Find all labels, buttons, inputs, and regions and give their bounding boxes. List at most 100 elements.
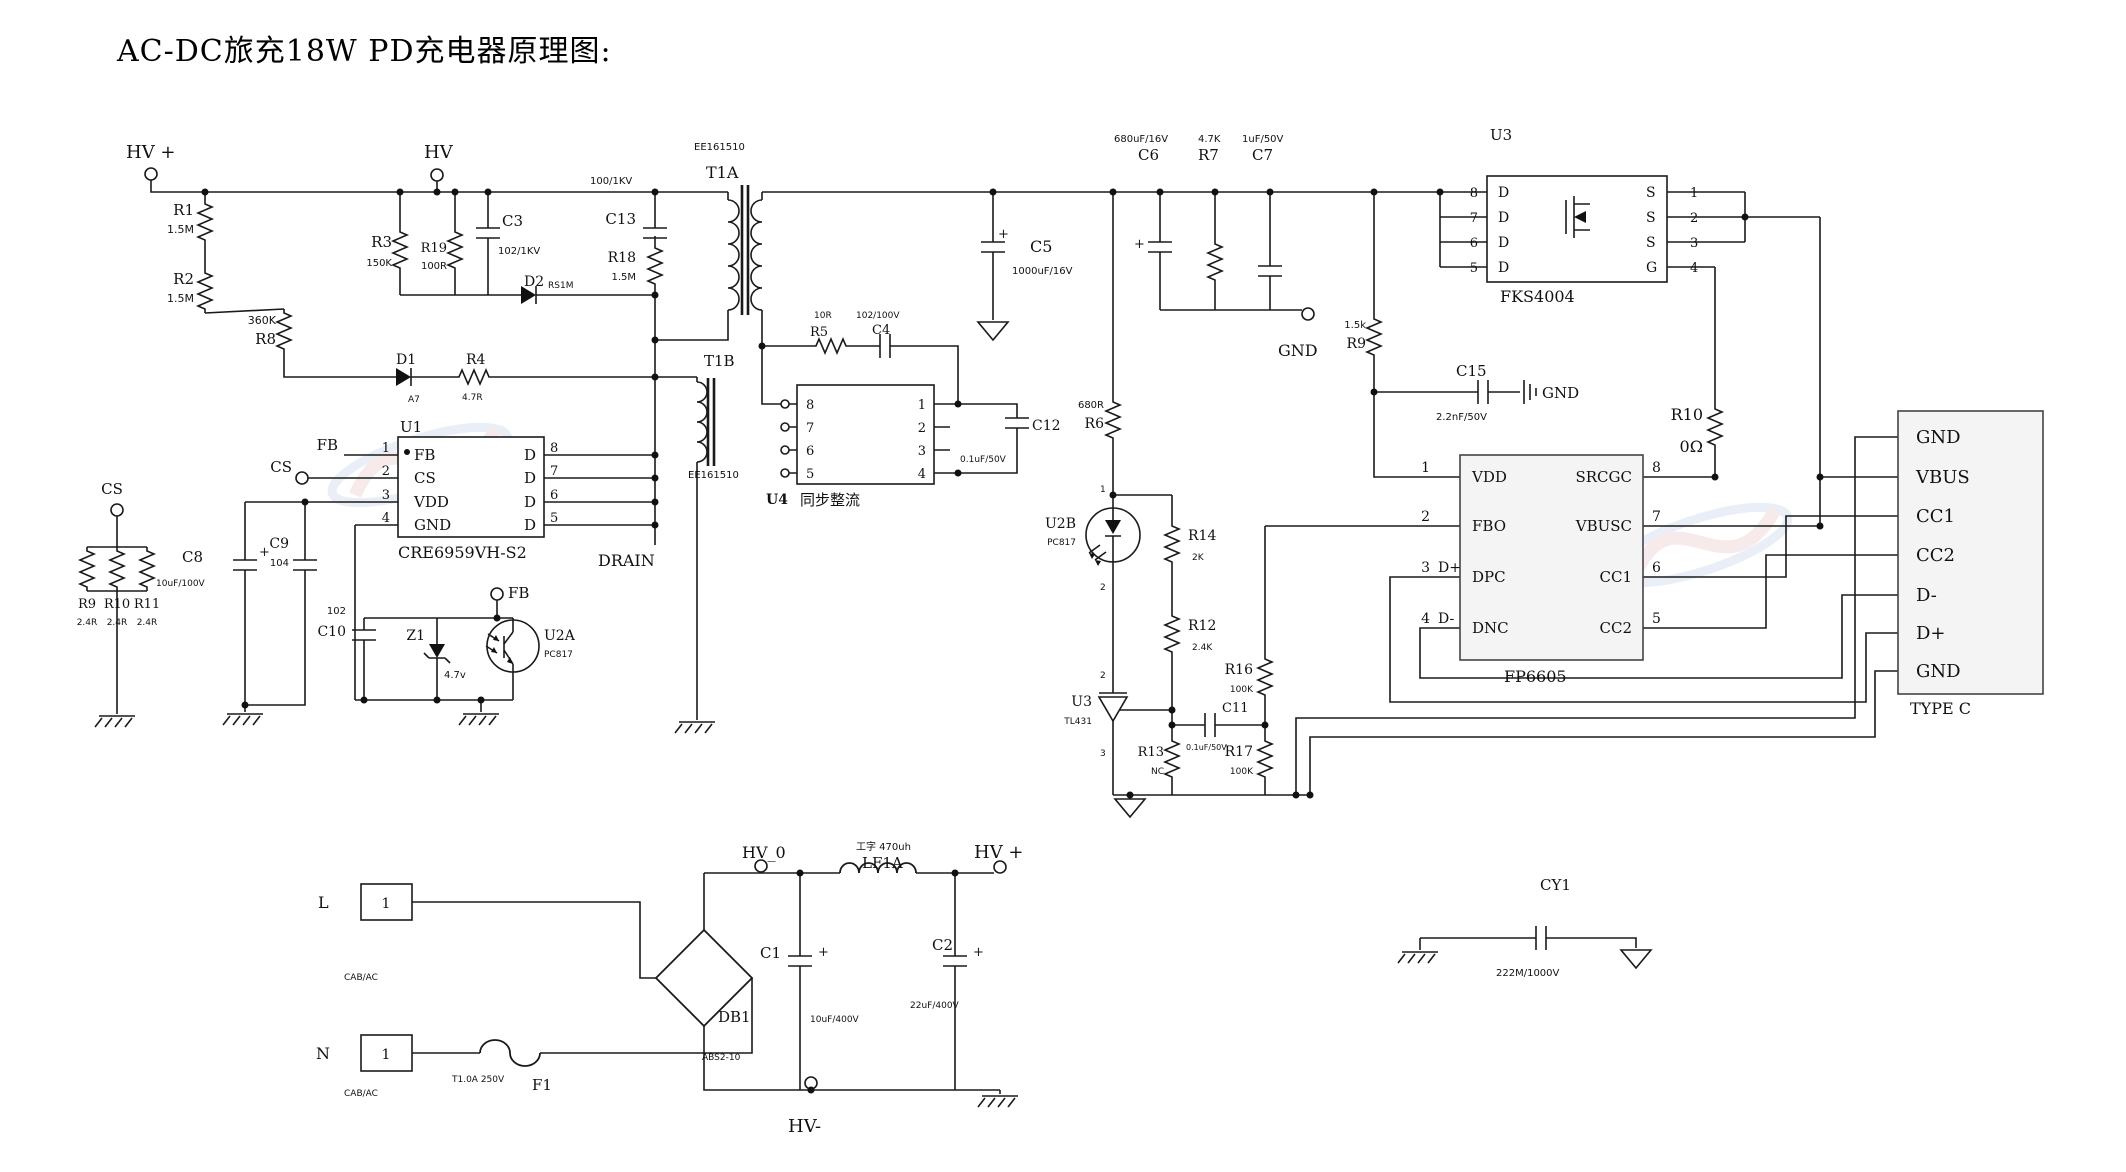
r9b-ref: R9 — [1347, 336, 1366, 352]
u1-pin1-dot — [404, 449, 410, 455]
d1-body — [395, 367, 412, 387]
fp-num-6: 6 — [1652, 560, 1661, 576]
c10-ref: C10 — [317, 624, 346, 640]
typec-pin-vbus: VBUS — [1915, 467, 1970, 488]
t1a-primary-coil — [727, 199, 740, 311]
gnd-c7-label: GND — [1278, 341, 1318, 360]
u4-num-5: 5 — [806, 467, 814, 482]
d2-val: RS1M — [548, 281, 573, 291]
d1-val: A7 — [408, 395, 420, 405]
fks-d-b: D — [1498, 210, 1509, 226]
f1-val: T1.0A 250V — [451, 1075, 505, 1085]
r19-ref: R19 — [421, 241, 447, 256]
r4-val: 4.7R — [462, 393, 483, 403]
n-label: N — [316, 1044, 330, 1063]
hvplus2-label: HV + — [974, 842, 1024, 863]
u4-num-3: 3 — [918, 444, 926, 459]
u1-pin-cs: CS — [414, 469, 436, 487]
u2b-pin1: 1 — [1100, 485, 1106, 495]
cy1-body — [1535, 925, 1547, 951]
u2a-val: PC817 — [544, 650, 573, 660]
typec-pin-cc1: CC1 — [1916, 506, 1955, 527]
r9b-val: 1.5k — [1344, 320, 1366, 331]
c3-val: 102/1KV — [498, 246, 540, 257]
cs-term-label: CS — [101, 480, 123, 498]
r10a-body — [109, 546, 125, 592]
junction-dots — [201, 188, 1824, 1094]
c9-ref: C9 — [269, 536, 289, 552]
c1-body — [787, 955, 813, 967]
r10b-ref: R10 — [1671, 405, 1703, 424]
n-pin: 1 — [382, 1047, 391, 1063]
c1-ref: C1 — [760, 944, 781, 962]
fks-part: FKS4004 — [1500, 287, 1575, 306]
r9a-val: 2.4R — [77, 618, 98, 628]
cs-net-label: CS — [270, 458, 292, 476]
lf1a-coil — [839, 862, 917, 874]
fks-s-3: S — [1646, 235, 1656, 251]
r5-val: 10R — [814, 311, 832, 321]
u4-pin6-circle — [780, 445, 790, 455]
u4-pin5-circle — [780, 468, 790, 478]
c15-body — [1477, 379, 1489, 405]
c1-val: 10uF/400V — [810, 1015, 860, 1025]
transformer-t1 — [696, 185, 763, 466]
gnd-tri-c5 — [977, 321, 1009, 341]
db1-ref: DB1 — [718, 1008, 751, 1026]
gnd-bars-c15 — [1523, 379, 1537, 405]
typec-box — [1897, 410, 2044, 695]
fp-ext-dminus: D- — [1438, 611, 1454, 627]
n-terminal-box — [360, 1034, 413, 1072]
r12-val: 2.4K — [1192, 643, 1213, 653]
fp-num-4: 4 — [1421, 611, 1430, 627]
r16-val: 100K — [1230, 685, 1254, 695]
hv-plus-terminal — [144, 167, 158, 181]
c5-ref: C5 — [1030, 237, 1052, 256]
r10a-val: 2.4R — [107, 618, 128, 628]
fp-pin-vbusc: VBUSC — [1575, 517, 1632, 535]
c8-body — [232, 559, 258, 571]
fks-num-8: 8 — [1470, 186, 1478, 201]
fp-num-1: 1 — [1421, 460, 1430, 476]
cs-terminal — [110, 503, 124, 517]
cy1-val: 222M/1000V — [1496, 968, 1560, 979]
c9-val: 104 — [270, 558, 289, 569]
u4-num-1: 1 — [918, 398, 926, 413]
labels-layer: HV +R11.5MR21.5M360KR8HVR3150KR19100RC31… — [77, 126, 1971, 1137]
mosfet-icon — [1565, 196, 1590, 238]
r11a-ref: R11 — [134, 597, 160, 612]
tl431-pin2: 2 — [1100, 671, 1106, 681]
u1-pin-d4: D — [524, 516, 536, 534]
c15-ref: C15 — [1456, 362, 1487, 380]
d1-ref: D1 — [396, 352, 416, 368]
c3-ref: C3 — [502, 212, 523, 230]
cy1-ref: CY1 — [1540, 876, 1571, 894]
l-label: L — [318, 893, 329, 912]
r16-ref: R16 — [1225, 662, 1253, 678]
fb-net-terminal — [490, 587, 504, 601]
c7-body — [1257, 265, 1283, 277]
cab-ac-1: CAB/AC — [344, 973, 378, 983]
r14-ref: R14 — [1188, 528, 1216, 544]
u1-pin-vdd: VDD — [413, 493, 449, 511]
c12-body — [1004, 417, 1030, 429]
r12-body — [1164, 611, 1180, 657]
u4-num-6: 6 — [806, 444, 814, 459]
l-pin: 1 — [382, 896, 391, 912]
z1-body — [423, 644, 451, 664]
r10b-val: 0Ω — [1680, 437, 1703, 456]
fks-num-1: 1 — [1690, 186, 1698, 201]
hv-label: HV — [424, 142, 454, 163]
u4-pin7-circle — [780, 422, 790, 432]
fks-num-6: 6 — [1470, 236, 1478, 251]
r1-val: 1.5M — [167, 223, 194, 236]
u1-pin-d2: D — [524, 469, 536, 487]
r6-body — [1105, 397, 1121, 443]
db1-bridge — [654, 928, 754, 1028]
u1-num-4: 4 — [382, 511, 390, 526]
cab-ac-2: CAB/AC — [344, 1089, 378, 1099]
r11a-body — [139, 546, 155, 592]
r1-ref: R1 — [173, 201, 194, 219]
fp-pin-dnc: DNC — [1472, 619, 1509, 637]
